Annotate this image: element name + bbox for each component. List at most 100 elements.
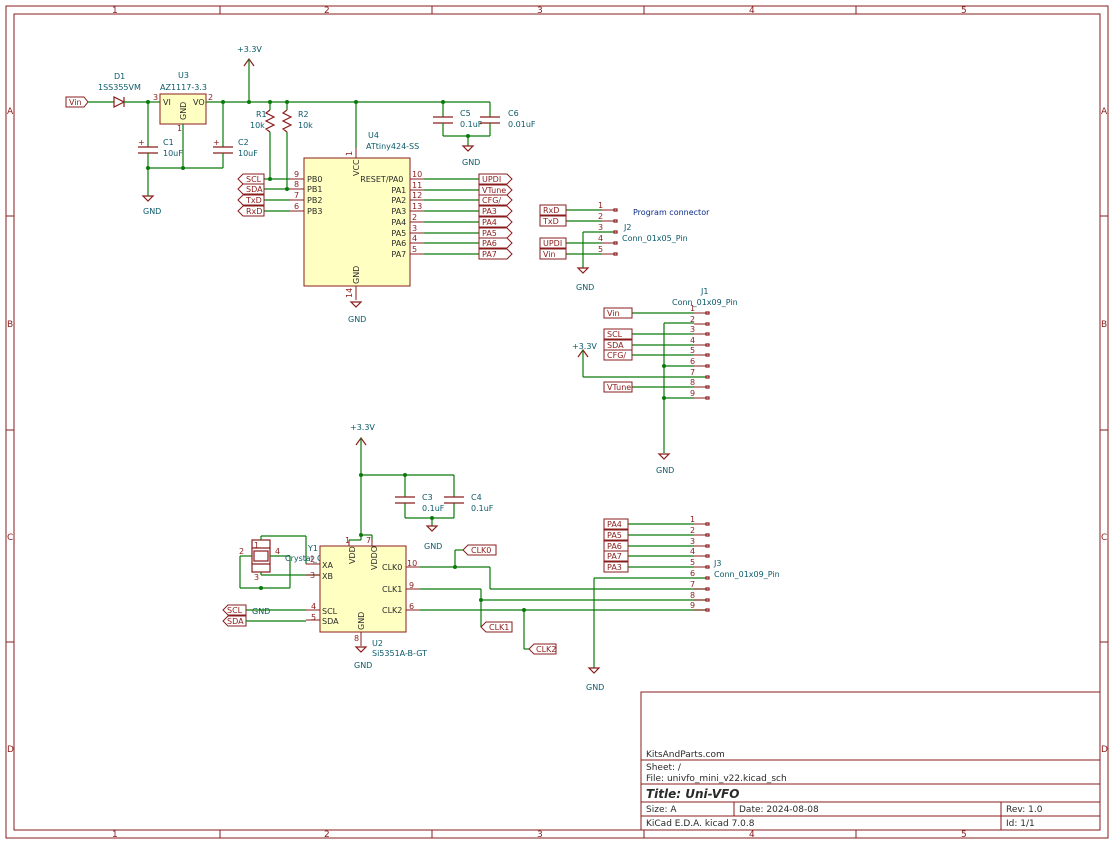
u2-pin-clk0: CLK0: [382, 563, 402, 572]
capacitor-c1[interactable]: +: [138, 102, 158, 192]
capacitor-c6[interactable]: [480, 102, 500, 136]
net-label-clk0-text: CLK0: [471, 546, 491, 555]
j1-pin-num-1: 1: [690, 304, 695, 313]
title-block-file: File: univfo_mini_v22.kicad_sch: [646, 774, 787, 784]
svg-text:+: +: [138, 138, 145, 147]
c4-value: 0.1uF: [471, 504, 494, 513]
net-label-scl-u2-text: SCL: [227, 606, 243, 615]
j2-note: Program connector: [633, 208, 710, 217]
resistor-r2[interactable]: [281, 102, 293, 189]
svg-text:+: +: [213, 138, 220, 147]
row-label-c: C: [7, 533, 13, 543]
row-label-d-right: D: [1101, 745, 1108, 755]
net-label-u4-r-2: [478, 194, 513, 206]
u2-pin-clk1: CLK1: [382, 585, 402, 594]
title-block-date: Date: 2024-08-08: [739, 805, 819, 815]
c1-ref: C1: [163, 138, 174, 147]
sheet-frame: 1 2 3 4 5 1 2 3 4 5 A B C D A B C D: [5, 5, 1109, 840]
col-label-3: 3: [537, 6, 543, 16]
net-label-u4-sda: [237, 183, 265, 195]
row-label-a: A: [7, 107, 14, 117]
net-label-u4-r-3: [478, 205, 513, 217]
u4-pin-name-pb3: PB3: [307, 207, 322, 216]
diode-d1[interactable]: [112, 96, 150, 108]
u4-pin-name-2: PA2: [391, 196, 406, 205]
u4-pin-num-6: 6: [294, 202, 299, 211]
title-block-tool: KiCad E.D.A. kicad 7.0.8: [646, 819, 755, 829]
gnd-label-j1: GND: [656, 466, 674, 475]
crystal-y1[interactable]: [239, 535, 320, 590]
c5-ref: C5: [460, 109, 471, 118]
capacitor-c3[interactable]: [395, 475, 415, 518]
u2-body[interactable]: [319, 545, 407, 633]
capacitor-c4[interactable]: [444, 475, 464, 518]
u4-pin-name-pb2: PB2: [307, 196, 322, 205]
power-33v-symbol-j1: [577, 348, 706, 378]
net-label-u4-r-2-text: CFG/: [482, 196, 501, 205]
u4-pin-1-num: 1: [345, 151, 354, 156]
j3-pin-num-6: 6: [690, 569, 695, 578]
y1-pin-2-num: 2: [239, 547, 244, 556]
net-label-u4-r-5-text: PA5: [482, 229, 497, 238]
j3-pin-num-1: 1: [690, 515, 695, 524]
u2-pin-vdd: VDD: [348, 546, 357, 564]
net-label-u4-rxd: [237, 205, 265, 217]
row-label-c-right: C: [1101, 533, 1107, 543]
col-label-1: 1: [112, 6, 118, 16]
net-label-u4-r-0-text: UPDI: [482, 175, 501, 184]
j2-pin-num-2: 2: [598, 212, 603, 221]
capacitor-c5[interactable]: [433, 102, 453, 136]
capacitor-c2[interactable]: +: [213, 102, 233, 168]
net-label-clk2-text: CLK2: [536, 645, 556, 654]
j3-net-label-5-text: PA3: [607, 563, 622, 572]
c2-value: 10uF: [238, 149, 258, 158]
j1-net-label-8-text: VTune: [607, 383, 631, 392]
u4-ref: U4: [368, 131, 379, 140]
net-label-u4-r-5: [478, 227, 513, 239]
row-label-b-right: B: [1101, 320, 1107, 330]
col-label-4: 4: [749, 6, 755, 16]
u2-pin-5-num: 5: [311, 613, 316, 622]
j1-pin-num-2: 2: [690, 315, 695, 324]
j3-net-label-2-text: PA5: [607, 531, 622, 540]
j1-net-label-1: [603, 307, 633, 319]
power-section: Vin D1 1SS355VM U3 AZ1117-3.3 VI VO GND …: [65, 45, 536, 216]
regulator-u3[interactable]: [159, 93, 207, 125]
net-label-u4-r-7: [478, 248, 513, 260]
resistor-r1[interactable]: [264, 102, 276, 179]
r2-value: 10k: [298, 121, 313, 130]
u2-pin-8-num: 8: [354, 634, 359, 643]
net-label-u4-r-4-text: PA4: [482, 218, 497, 227]
d1-ref: D1: [114, 72, 125, 81]
j2-net-label-4: [539, 237, 567, 249]
u2-pin-9-num: 9: [409, 581, 414, 590]
row-label-a-right: A: [1101, 107, 1108, 117]
c3-ref: C3: [422, 493, 433, 502]
u4-pin-14-num: 14: [345, 288, 354, 298]
j3-value: Conn_01x09_Pin: [714, 570, 780, 579]
u2-pin-7-num: 7: [366, 536, 371, 545]
j2-net-label-5-text: Vin: [543, 250, 556, 259]
u4-pin-num-13: 13: [412, 202, 422, 211]
gnd-label-1: GND: [143, 207, 161, 216]
j3-pin-num-7: 7: [690, 580, 695, 589]
title-block-rev: Rev: 1.0: [1006, 805, 1043, 815]
j2-pin-num-4: 4: [598, 234, 603, 243]
col-label-4-bottom: 4: [749, 830, 755, 840]
u3-pin-2-num: 2: [208, 93, 213, 102]
j3-net-label-4: [603, 550, 629, 562]
j3-net-label-4-text: PA7: [607, 552, 622, 561]
u4-body[interactable]: [303, 157, 411, 287]
net-label-clk2: [528, 643, 557, 655]
u3-ref: U3: [178, 71, 189, 80]
j1-net-label-5: [603, 349, 633, 361]
u4-pin-name-4: PA4: [391, 218, 406, 227]
d1-value: 1SS355VM: [98, 83, 141, 92]
net-label-u4-txd-text: TxD: [245, 196, 262, 205]
u4-pin-gnd: GND: [352, 266, 361, 284]
